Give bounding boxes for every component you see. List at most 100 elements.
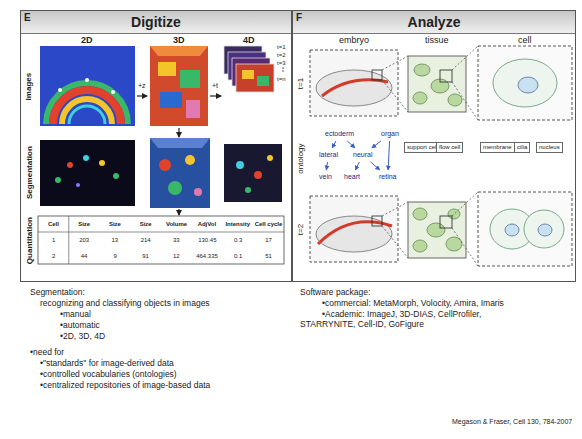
table-cell: 44: [81, 253, 88, 260]
ontology-arrow: [326, 162, 327, 170]
table-cell: 203: [79, 237, 89, 244]
ontology-arrow: [332, 141, 336, 148]
quantitation-table-part: [38, 232, 284, 233]
table-cell: 0.1: [234, 253, 242, 260]
quantitation-table-part: [38, 216, 284, 264]
cell-t1-part: [478, 46, 572, 120]
tissue-t2-part: [440, 216, 452, 228]
row-label: t=2: [296, 223, 305, 234]
table-cell: 33: [173, 237, 180, 244]
segmentation-2d-part: [40, 140, 135, 206]
embryo-t2-part: [372, 216, 382, 226]
ontology-term: retina: [378, 172, 398, 182]
text-label: t=2: [277, 52, 286, 59]
text-label: Megason & Fraser, Cell 130, 784-2007: [452, 418, 572, 426]
node-text: cilia: [517, 144, 527, 151]
ontology-term: lateral: [318, 150, 339, 160]
text-label: •Academic: ImageJ, 3D-DIAS, CellProfiler…: [300, 310, 505, 330]
quantitation-table: [38, 216, 284, 264]
tissue-t1-part: [448, 94, 462, 106]
text-label: 3D: [173, 35, 185, 45]
image-2d-part: [53, 90, 121, 124]
segmentation-3d-part: [159, 159, 171, 171]
ontology-arrow: [355, 162, 359, 170]
segmentation-3d-part: [194, 188, 202, 196]
segmentation-4d-part: [254, 171, 262, 179]
ontology-arrow: [372, 141, 381, 148]
table-cell: Intensity: [225, 221, 250, 228]
node-text: neural: [353, 151, 372, 159]
node-text: heart: [344, 173, 360, 181]
image-3d-part: [180, 70, 200, 88]
row-label: t=1: [296, 77, 305, 88]
term-box: membrane: [480, 142, 515, 153]
segmentation-4d-part: [267, 155, 273, 161]
row-label: ontology: [296, 143, 305, 173]
ontology-arrow: [388, 141, 390, 170]
zoom-lines: [382, 202, 408, 258]
table-cell: 464.335: [196, 253, 218, 260]
text-label: Software package:: [300, 288, 370, 298]
ontology-term: organ: [380, 129, 400, 139]
ontology-arrow: [347, 141, 355, 148]
image-4d-stack-part: [257, 76, 269, 86]
tissue-t1: [408, 56, 466, 112]
tissue-t1-part: [440, 70, 452, 82]
node-text: retina: [379, 173, 397, 181]
image-2d-part: [62, 99, 112, 124]
node-text: ectoderm: [325, 130, 354, 138]
image-2d-part: [46, 83, 128, 124]
cell-t1: [478, 46, 572, 120]
panel-heading: Analyze: [293, 11, 575, 34]
table-cell: 130.45: [198, 237, 216, 244]
text-label: t=1: [277, 44, 286, 51]
table-cell: 0.3: [234, 237, 242, 244]
segmentation-2d: [40, 140, 135, 206]
table-cell: Cell cycle: [255, 221, 283, 228]
node-text: nucleus: [539, 144, 560, 151]
table-cell: 9: [113, 253, 116, 260]
row-label: Segmentation: [24, 146, 33, 199]
zoom-lines-part: [452, 82, 478, 120]
image-3d-part: [158, 62, 176, 76]
zoom-lines-part: [382, 226, 408, 258]
panel-band: Analyzeectodermorganlateralneuralveinhea…: [292, 10, 576, 282]
text-label: tissue: [425, 35, 449, 45]
image-3d-part: [150, 46, 208, 56]
row-label: Quantitation: [24, 217, 33, 264]
segmentation-3d-part: [150, 138, 210, 148]
zoom-lines-part: [452, 46, 478, 70]
image-2d: [40, 46, 135, 126]
term-box: flow cell: [436, 142, 463, 153]
text-label: •2D, 3D, 4D: [60, 332, 105, 342]
text-label: •centralized repositories of image-based…: [40, 381, 210, 391]
embryo-t2-part: [318, 222, 392, 244]
segmentation-3d-part: [185, 155, 195, 165]
image-3d-part: [160, 92, 182, 108]
row-label: Images: [24, 72, 33, 100]
text-label: •"standards" for image-derived data: [40, 359, 174, 369]
table-cell: Cell: [48, 221, 59, 228]
text-label: embryo: [339, 35, 369, 45]
segmentation-4d-part: [245, 187, 251, 193]
image-2d-part: [69, 106, 105, 124]
table-cell: 214: [141, 237, 151, 244]
node-text: lateral: [319, 151, 338, 159]
panel-band: Digitize: [20, 10, 292, 282]
text-label: •manual: [60, 310, 91, 320]
image-4d-stack-part: [236, 64, 274, 92]
tissue-t2-part: [413, 240, 427, 252]
zoom-lines: [452, 192, 478, 266]
image-2d-part: [111, 90, 115, 94]
cell-t2-part: [478, 192, 572, 266]
quantitation-table-part: [68, 216, 69, 264]
tissue-t1-part: [413, 92, 427, 104]
t-arrow-part: [210, 95, 221, 96]
table-cell: Size: [109, 221, 121, 228]
table-cell: Volume: [166, 221, 187, 228]
table-cell: 17: [265, 237, 272, 244]
table-cell: 13: [111, 237, 118, 244]
cell-t2-part: [505, 224, 519, 236]
segmentation-2d-part: [113, 173, 119, 179]
